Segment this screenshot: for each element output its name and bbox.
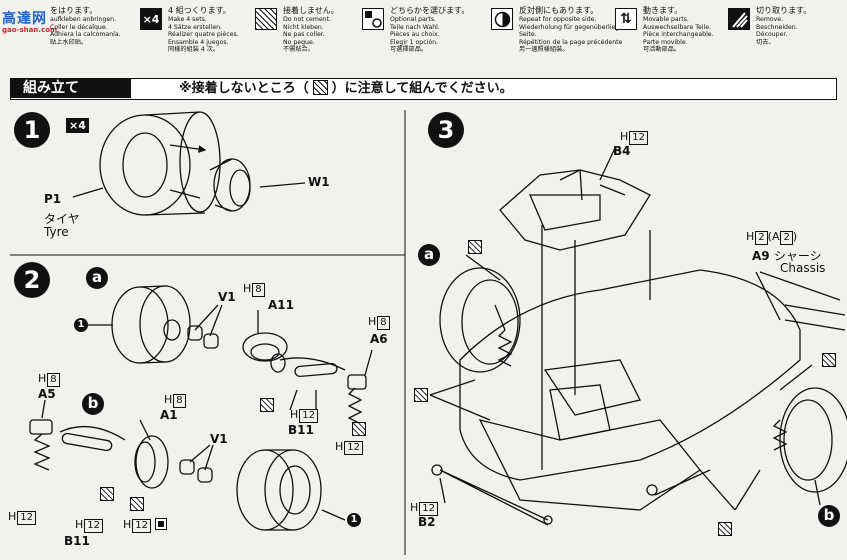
step3-chassis-drawing xyxy=(429,147,847,526)
step-number-1: 1 xyxy=(14,112,50,148)
callout-a-chassis: a xyxy=(418,244,440,266)
option-icon xyxy=(155,518,167,530)
legend-item-optional: どちらかを選びます。 Optional parts. Teile nach Wa… xyxy=(362,6,482,66)
part-label-w1: W1 xyxy=(308,175,330,189)
movable-icon: ⇅ xyxy=(615,8,637,30)
step1-tyre-drawing xyxy=(72,111,306,216)
legend-item-decal: をはります。 aufkleben anbringen. Coller le dé… xyxy=(50,6,121,46)
callout-one-b: 1 xyxy=(347,513,361,527)
chassis-label-en: Chassis xyxy=(780,261,826,275)
legend-item-no-cement: 接着しません。 Do not cement. Nicht kleben. Ne … xyxy=(255,6,365,66)
opposite-side-icon xyxy=(491,8,513,30)
tyre-label-en: Tyre xyxy=(44,225,69,239)
part-label-b11: B11 xyxy=(288,423,314,437)
cut-icon xyxy=(728,8,750,30)
part-label-a9: A9 シャーシ xyxy=(752,249,822,263)
step-number-2: 2 xyxy=(14,262,50,298)
part-label-b2: B2 xyxy=(418,515,436,529)
callout-a: a xyxy=(86,267,108,289)
callout-b: b xyxy=(82,393,104,415)
no-glue-icon xyxy=(352,422,366,436)
part-label-p1: P1 xyxy=(44,192,62,206)
callout-b-chassis: b xyxy=(818,505,840,527)
no-glue-icon xyxy=(260,398,274,412)
legend-item-make-sets: ×4 4 組つくります。 Make 4 sets. 4 Sätze erstel… xyxy=(140,6,250,66)
no-glue-icon xyxy=(468,240,482,254)
no-glue-icon xyxy=(414,388,428,402)
brand-watermark-sub: gao-shan.com xyxy=(2,26,58,34)
make-four-badge: ×4 xyxy=(66,118,89,133)
no-glue-icon xyxy=(312,80,328,95)
legend-strip: 高達网 gao-shan.com をはります。 aufkleben anbrin… xyxy=(0,0,847,70)
brand-watermark: 高達网 xyxy=(2,11,47,27)
banner-title: 組み立て xyxy=(11,79,131,98)
step-number-3: 3 xyxy=(428,112,464,148)
legend-item-movable: ⇅ 動きます。 Movable parts. Auswechselbare Te… xyxy=(615,6,725,66)
no-glue-icon xyxy=(130,497,144,511)
part-label-a11: A11 xyxy=(268,298,294,312)
step2-drawing xyxy=(29,285,373,531)
legend-item-opposite: 反対側にもあります。 Repeat for opposite side. Wie… xyxy=(491,6,635,66)
part-label-v1-b: V1 xyxy=(210,432,228,446)
no-glue-icon xyxy=(822,353,836,367)
part-label-b11-b: B11 xyxy=(64,534,90,548)
no-glue-icon xyxy=(255,8,277,30)
banner-note: ※接着しないところ（）に注意して組んでください。 xyxy=(179,80,513,96)
option-icon xyxy=(362,8,384,30)
part-label-a1: A1 xyxy=(160,408,178,422)
legend-jp: をはります。 xyxy=(50,6,98,15)
assembly-banner: 組み立て ※接着しないところ（）に注意して組んでください。 xyxy=(10,78,837,100)
part-label-b4: B4 xyxy=(613,144,631,158)
callout-one: 1 xyxy=(74,318,88,332)
no-glue-icon xyxy=(718,522,732,536)
tyre-label-jp: タイヤ xyxy=(44,212,80,226)
part-label-a5: A5 xyxy=(38,387,56,401)
x4-icon: ×4 xyxy=(140,8,162,30)
legend-item-remove: 切り取ります。 Remove. Beschneiden. Découper. 切… xyxy=(728,6,838,66)
no-glue-icon xyxy=(100,487,114,501)
part-label-a6: A6 xyxy=(370,332,388,346)
part-label-v1: V1 xyxy=(218,290,236,304)
